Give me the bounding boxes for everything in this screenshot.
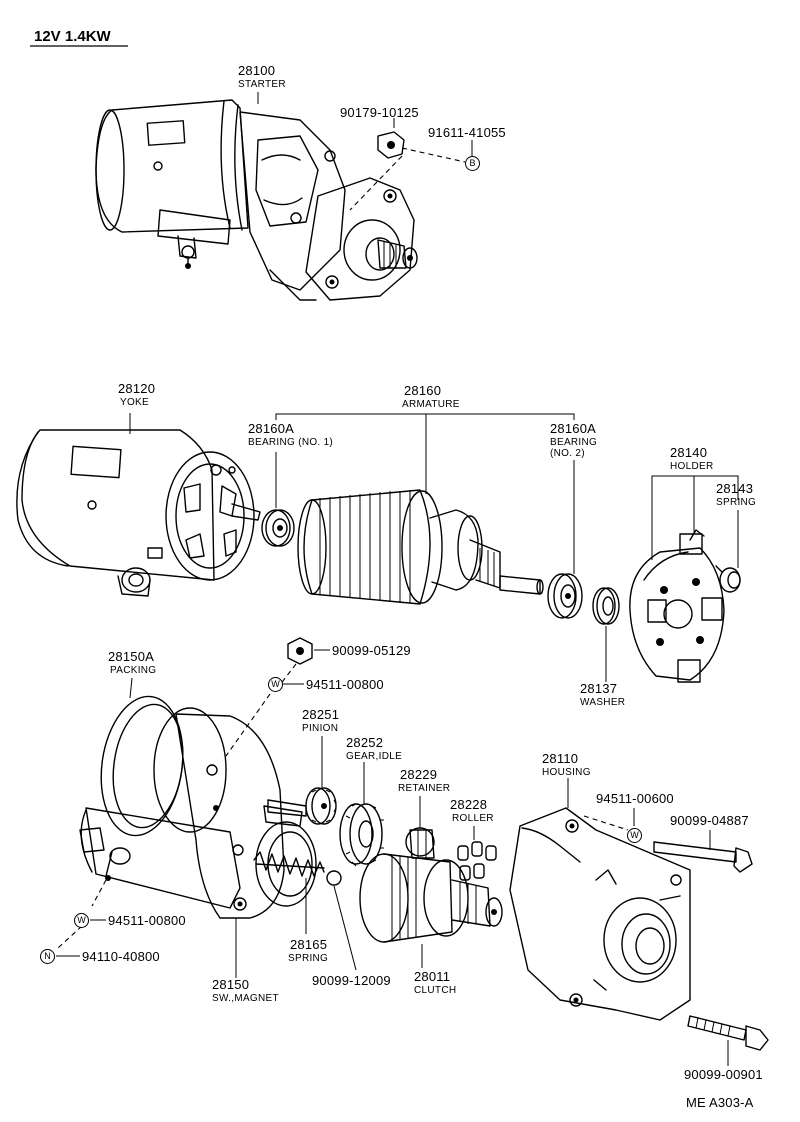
part-name-packing: PACKING (110, 665, 157, 676)
part-name-roller: ROLLER (452, 813, 494, 824)
diagram-header: 12V 1.4KW (34, 28, 111, 45)
symbol-w-circle-bottom: W (74, 913, 89, 928)
diagram-code: ME A303-A (686, 1095, 754, 1110)
part-number-washer-mid: 94511-00800 (306, 677, 384, 692)
retainer-illustration (405, 827, 435, 859)
yoke-illustration (16, 429, 261, 597)
leader-28160-bracket (275, 413, 575, 420)
leader-dash-b (401, 147, 466, 163)
brush-holder-illustration (629, 529, 725, 683)
housing-illustration (509, 807, 691, 1021)
symbol-w-circle-housing: W (627, 828, 642, 843)
part-name-washer: WASHER (580, 697, 626, 708)
part-number-washer: 28137 (580, 681, 618, 696)
packing-illustration (100, 695, 184, 837)
part-number-washer-bottom: 94511-00800 (108, 913, 186, 928)
part-number-housing: 28110 (542, 751, 579, 766)
idle-gear-illustration (339, 803, 384, 867)
part-name-starter: STARTER (238, 79, 286, 90)
leader-28140-bracket (651, 475, 739, 560)
clutch-illustration (359, 853, 503, 943)
rollers-illustration (457, 841, 497, 881)
armature-illustration (297, 489, 544, 605)
part-name-bearing-2: BEARING (NO. 2) (550, 437, 598, 459)
part-number-nut-bottom: 94110-40800 (82, 949, 160, 964)
bottom-bolt-illustration (687, 1015, 769, 1051)
part-number-bearing-1: 28160A (248, 421, 295, 436)
part-number-magnet-switch: 28150 (212, 977, 250, 992)
part-name-spring-magnet: SPRING (288, 953, 329, 964)
part-number-packing: 28150A (108, 649, 155, 664)
part-number-starter: 28100 (238, 63, 276, 78)
bearing-no2-illustration (547, 573, 583, 619)
part-number-ball: 90099-12009 (312, 973, 391, 988)
dash-housing (583, 815, 629, 831)
part-number-holder: 28140 (670, 445, 708, 460)
part-number-brush-spring: 28143 (716, 481, 754, 496)
part-number-gear-idle: 28252 (346, 735, 384, 750)
symbol-w-circle-mid: W (268, 677, 283, 692)
part-number-through-bolt: 90099-04887 (670, 813, 749, 828)
part-number-nut-mid: 90099-05129 (332, 643, 411, 658)
part-number-bearing-2: 28160A (550, 421, 597, 436)
dash-mid-2 (225, 693, 271, 757)
part-number-nut-top: 90179-10125 (340, 105, 419, 120)
part-number-spring-magnet: 28165 (290, 937, 328, 952)
part-number-washer-housing: 94511-00600 (596, 791, 674, 806)
part-name-brush-spring: SPRING (716, 497, 757, 508)
washer-28137-illustration (592, 587, 620, 625)
magnet-switch-illustration (79, 707, 317, 919)
dash-bottom-2 (57, 925, 83, 949)
part-name-housing: HOUSING (542, 767, 591, 778)
part-number-armature: 28160 (404, 383, 442, 398)
dash-bottom-1 (91, 879, 107, 907)
magnet-spring-illustration (253, 851, 325, 877)
starter-assembly-illustration (95, 99, 418, 301)
pinion-illustration (305, 787, 337, 825)
leader-90099-12009 (333, 885, 357, 971)
part-number-bolt-b: 91611-41055 (428, 125, 506, 140)
part-name-yoke: YOKE (120, 397, 149, 408)
shaft-illustration (267, 799, 307, 817)
part-number-pinion: 28251 (302, 707, 340, 722)
part-name-holder: HOLDER (670, 461, 714, 472)
part-name-magnet-switch: SW.,MAGNET (212, 993, 279, 1004)
ball-illustration (326, 870, 342, 886)
part-name-pinion: PINION (302, 723, 339, 734)
symbol-n-circle: N (40, 949, 55, 964)
part-name-clutch: CLUTCH (414, 985, 457, 996)
part-number-retainer: 28229 (400, 767, 438, 782)
part-name-armature: ARMATURE (402, 399, 460, 410)
part-name-bearing-1: BEARING (NO. 1) (248, 437, 334, 448)
brush-spring-illustration (715, 565, 741, 593)
leader-dash-starter (349, 155, 403, 211)
part-name-retainer: RETAINER (398, 783, 451, 794)
part-number-roller: 28228 (450, 797, 488, 812)
part-number-bottom-bolt: 90099-00901 (684, 1067, 763, 1082)
part-number-yoke: 28120 (118, 381, 156, 396)
part-number-clutch: 28011 (414, 969, 451, 984)
part-name-gear-idle: GEAR,IDLE (346, 751, 403, 762)
bearing-no1-illustration (261, 509, 295, 547)
nut-90099-05129-illustration (287, 637, 313, 665)
through-bolt-illustration (653, 841, 753, 873)
leader-28150a (129, 677, 133, 699)
symbol-b-circle: B (465, 156, 480, 171)
nut-90179-illustration (377, 131, 405, 159)
